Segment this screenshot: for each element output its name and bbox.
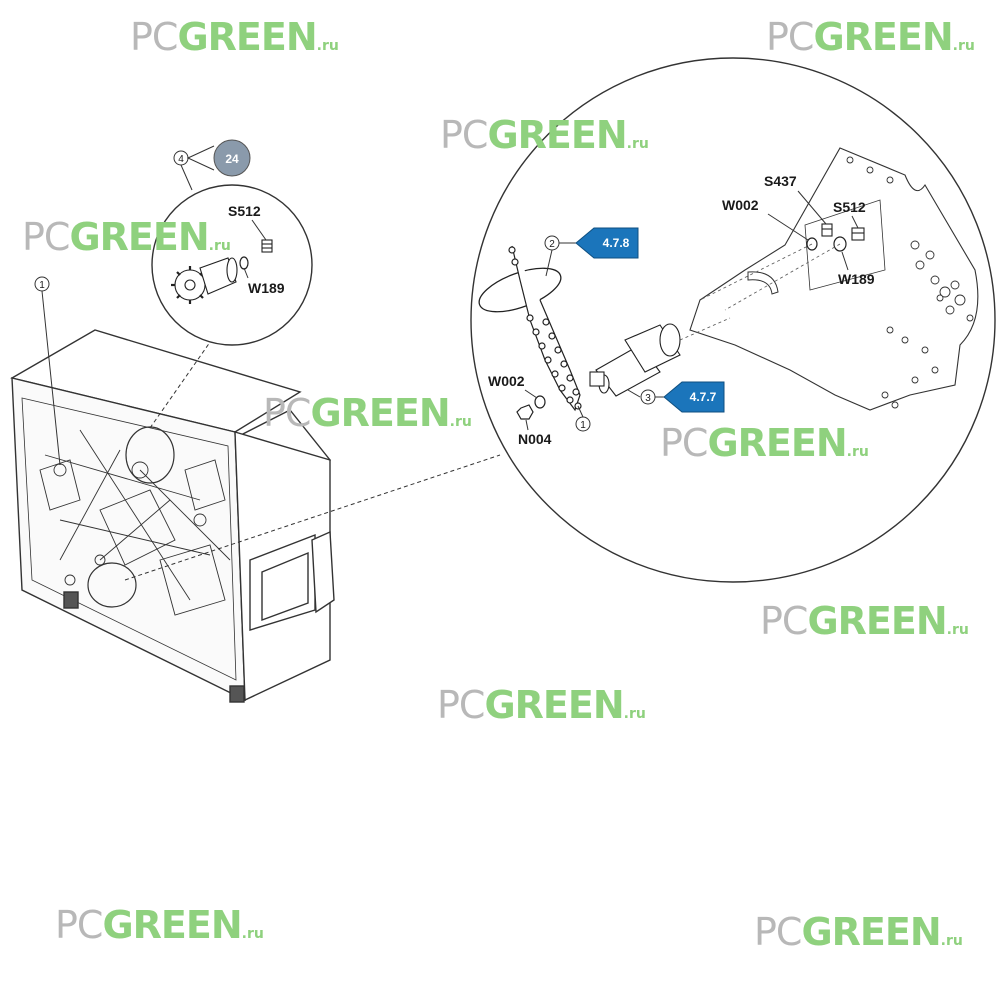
watermark-logo: PCGREEN.ru <box>760 602 969 640</box>
watermark-suffix: .ru <box>623 706 646 722</box>
sprocket-callout-number: 2 <box>549 239 555 250</box>
tag-4-7-8 <box>575 227 639 259</box>
watermark-prefix: PC <box>760 599 808 643</box>
chain-part <box>508 245 582 412</box>
watermark-prefix: PC <box>263 391 311 435</box>
watermark-brand: GREEN <box>801 910 941 954</box>
reference-badge <box>213 139 251 177</box>
callout-1-machine: 1 <box>34 276 61 466</box>
watermark-prefix: PC <box>22 215 70 259</box>
watermark-suffix: .ru <box>952 38 975 54</box>
screw-s512-part <box>261 239 273 253</box>
watermark-prefix: PC <box>55 903 103 947</box>
shaft-callout-number: 3 <box>645 393 651 404</box>
watermark-prefix: PC <box>766 15 814 59</box>
watermark-logo: PCGREEN.ru <box>437 686 646 724</box>
reference-badge-text: 24 <box>225 152 239 166</box>
machine-cabinet <box>10 329 335 703</box>
watermark-logo: PCGREEN.ru <box>263 394 472 432</box>
machine-callout-number: 1 <box>39 280 45 291</box>
watermark-brand: GREEN <box>102 903 242 947</box>
watermark-suffix: .ru <box>449 414 472 430</box>
chain-callout-number: 1 <box>580 420 586 431</box>
washer-w189-part <box>239 256 249 270</box>
screw-s512-large-part <box>851 227 865 241</box>
tag-4-7-8-text: 4.7.8 <box>603 236 630 250</box>
washer-w002-left-part <box>534 395 546 409</box>
leader-small-detail <box>149 334 216 429</box>
label-n004: N004 <box>518 431 552 447</box>
watermark-logo: PCGREEN.ru <box>440 116 649 154</box>
watermark-suffix: .ru <box>940 933 963 949</box>
watermark-brand: GREEN <box>484 683 624 727</box>
gear-roller-part <box>171 257 238 304</box>
watermark-prefix: PC <box>437 683 485 727</box>
watermark-logo: PCGREEN.ru <box>754 913 963 951</box>
label-s437: S437 <box>764 173 797 189</box>
watermark-logo: PCGREEN.ru <box>22 218 231 256</box>
tag-4-7-7-text: 4.7.7 <box>690 390 717 404</box>
watermark-suffix: .ru <box>208 238 231 254</box>
watermark-brand: GREEN <box>487 113 627 157</box>
frame-plate-part <box>689 147 979 411</box>
nut-n004-part <box>516 404 534 420</box>
watermark-prefix: PC <box>130 15 178 59</box>
watermark-brand: GREEN <box>807 599 947 643</box>
label-w002-left: W002 <box>488 373 525 389</box>
label-w189-large: W189 <box>838 271 875 287</box>
watermark-suffix: .ru <box>316 38 339 54</box>
detail-large: 1 2 4.7.8 3 4.7.7 W002 N004 S437 W002 S5… <box>470 57 996 583</box>
watermark-suffix: .ru <box>846 444 869 460</box>
watermark-brand: GREEN <box>813 15 953 59</box>
watermark-brand: GREEN <box>69 215 209 259</box>
detail-small: 4 24 S5 <box>151 139 313 346</box>
watermark-logo: PCGREEN.ru <box>130 18 339 56</box>
sprocket-ring-part <box>478 267 562 313</box>
watermark-prefix: PC <box>660 421 708 465</box>
watermark-suffix: .ru <box>626 136 649 152</box>
watermark-brand: GREEN <box>177 15 317 59</box>
watermark-suffix: .ru <box>946 622 969 638</box>
label-w002-top: W002 <box>722 197 759 213</box>
tag-4-7-7 <box>663 381 725 413</box>
curved-slot <box>747 271 779 295</box>
watermark-logo: PCGREEN.ru <box>660 424 869 462</box>
watermark-logo: PCGREEN.ru <box>55 906 264 944</box>
leader-large-detail <box>124 454 501 581</box>
plate-holes <box>846 156 974 409</box>
watermark-brand: GREEN <box>310 391 450 435</box>
watermark-prefix: PC <box>440 113 488 157</box>
watermark-prefix: PC <box>754 910 802 954</box>
detail-small-callout-number: 4 <box>178 154 184 165</box>
mounting-bracket <box>804 199 886 291</box>
watermark-brand: GREEN <box>707 421 847 465</box>
label-s512-small: S512 <box>228 203 261 219</box>
watermark-logo: PCGREEN.ru <box>766 18 975 56</box>
watermark-suffix: .ru <box>241 926 264 942</box>
label-w189-small: W189 <box>248 280 285 296</box>
label-s512-large: S512 <box>833 199 866 215</box>
screw-s437-part <box>821 223 833 237</box>
shaft-part <box>589 323 681 397</box>
